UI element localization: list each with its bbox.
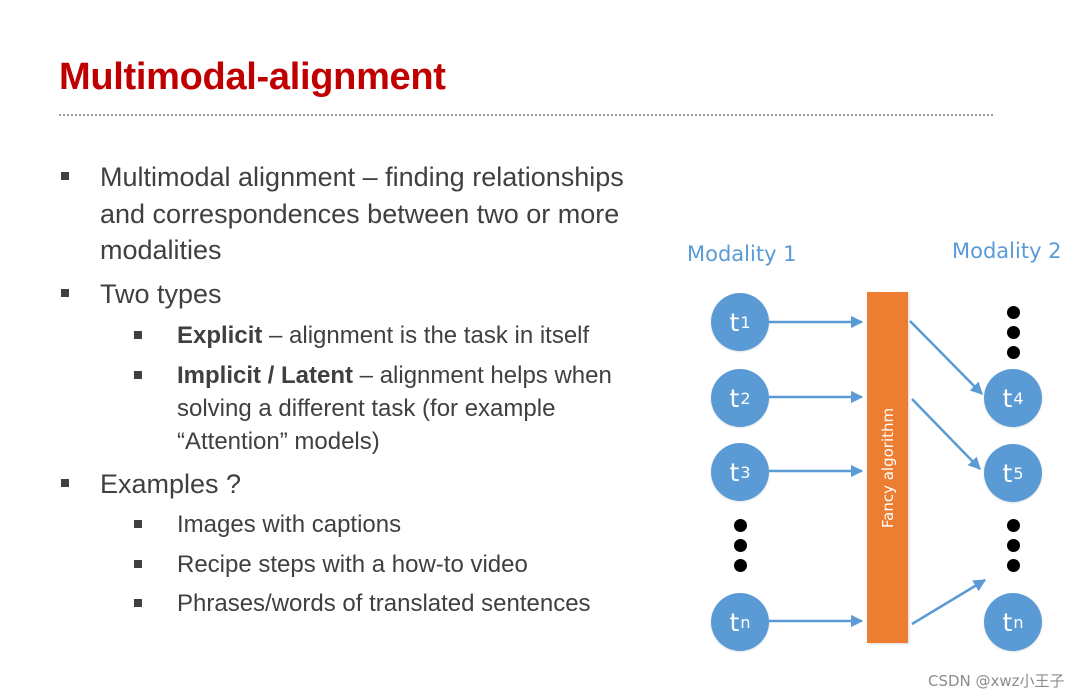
ellipsis-dot-icon: [1007, 539, 1020, 552]
title-divider: [59, 114, 993, 116]
example-item-label: Recipe steps with a how-to video: [177, 551, 528, 578]
page-title: Multimodal-alignment: [59, 56, 446, 98]
node-subscript: 2: [740, 388, 751, 408]
modality-2-label: Modality 2: [952, 239, 1062, 263]
bullet-square-icon: [134, 520, 142, 528]
bullet-examples: Examples ?: [61, 466, 242, 503]
bullet-square-icon: [134, 560, 142, 568]
explicit-term: Explicit: [177, 322, 263, 349]
bullet-square-icon: [134, 331, 142, 339]
bullet-square-icon: [61, 479, 69, 487]
node-subscript: 3: [740, 462, 751, 482]
ellipsis-dot-icon: [734, 539, 747, 552]
ellipsis-dot-icon: [1007, 559, 1020, 572]
node-label: t: [1002, 458, 1013, 488]
example-item: Images with captions: [134, 508, 402, 541]
example-item-label: Images with captions: [177, 511, 402, 538]
ellipsis-dot-icon: [1007, 326, 1020, 339]
bullet-square-icon: [61, 289, 69, 297]
definition-line-2: and correspondences between two or more: [100, 198, 620, 229]
ellipsis-dot-icon: [734, 519, 747, 532]
implicit-term: Implicit / Latent: [177, 362, 354, 389]
fancy-algorithm-label: Fancy algorithm: [878, 407, 897, 528]
ellipsis-dot-icon: [1007, 519, 1020, 532]
definition-line-1: Multimodal alignment – finding relations…: [100, 162, 624, 192]
example-item: Phrases/words of translated sentences: [134, 587, 591, 620]
node-label: t: [1002, 383, 1013, 413]
node-subscript: 5: [1013, 463, 1024, 483]
fancy-algorithm-block: Fancy algorithm: [867, 292, 908, 643]
example-item-label: Phrases/words of translated sentences: [177, 590, 591, 617]
node-label: t: [729, 383, 740, 413]
bullet-implicit: Implicit / Latent – alignment helps when…: [134, 359, 612, 458]
ellipsis-dot-icon: [1007, 346, 1020, 359]
watermark: CSDN @xwz小王子: [928, 672, 1065, 690]
ellipsis-dot-icon: [1007, 306, 1020, 319]
bullet-square-icon: [134, 371, 142, 379]
implicit-line-2: solving a different task (for example: [177, 395, 556, 422]
modality-1-label: Modality 1: [687, 242, 797, 266]
node-subscript: 1: [740, 312, 751, 332]
node-subscript: n: [1013, 612, 1024, 632]
node-subscript: 4: [1013, 388, 1024, 408]
bullet-two-types: Two types: [61, 276, 222, 313]
bullet-square-icon: [61, 172, 69, 180]
explicit-description: – alignment is the task in itself: [262, 322, 590, 349]
implicit-description: – alignment helps when: [353, 362, 612, 389]
implicit-line-3: “Attention” models): [177, 428, 380, 455]
node-subscript: n: [740, 612, 751, 632]
two-types-label: Two types: [100, 279, 222, 309]
examples-label: Examples ?: [100, 469, 242, 499]
definition-line-3: modalities: [100, 235, 222, 265]
ellipsis-dot-icon: [734, 559, 747, 572]
node-label: t: [1002, 607, 1013, 637]
bullet-explicit: Explicit – alignment is the task in itse…: [134, 319, 590, 352]
bullet-square-icon: [134, 599, 142, 607]
node-label: t: [729, 307, 740, 337]
example-item: Recipe steps with a how-to video: [134, 548, 528, 581]
node-label: t: [729, 457, 740, 487]
node-label: t: [729, 607, 740, 637]
bullet-definition: Multimodal alignment – finding relations…: [61, 159, 624, 269]
